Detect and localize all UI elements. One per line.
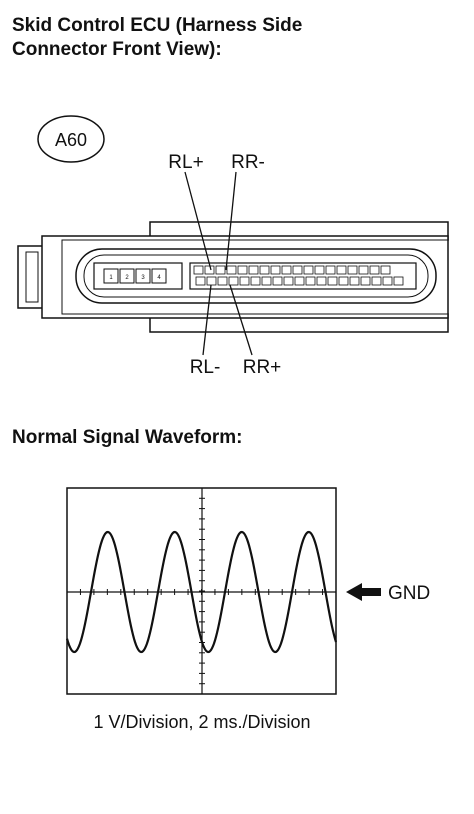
- terminal-pin: [327, 276, 338, 286]
- terminal-pin: [325, 265, 336, 275]
- terminal-pin: [261, 276, 272, 286]
- label-rr-minus: RR-: [231, 152, 265, 173]
- title-line-1: Skid Control ECU (Harness Side: [12, 15, 303, 36]
- leader-rl-minus: [202, 284, 212, 356]
- terminal-pin: [360, 276, 371, 286]
- label-rl-minus: RL-: [190, 357, 221, 378]
- terminal-pin: [283, 276, 294, 286]
- terminal-pin: [371, 276, 382, 286]
- terminal-pin: [217, 276, 228, 286]
- terminal-pin: [215, 265, 226, 275]
- terminal-pin: [369, 265, 380, 275]
- signal-waveform: [65, 530, 338, 654]
- terminal-pin: [250, 276, 261, 286]
- terminal-pin: [206, 276, 217, 286]
- terminal-pin: [292, 265, 303, 275]
- terminal-pin: [380, 265, 391, 275]
- small-pin-label-3: 3: [141, 275, 145, 281]
- terminal-pin: [294, 276, 305, 286]
- leader-rr-plus: [229, 284, 253, 356]
- gnd-marker: GND: [346, 583, 430, 604]
- small-pin-label-4: 4: [157, 275, 161, 281]
- terminal-pin: [393, 276, 404, 286]
- terminal-pin: [226, 265, 237, 275]
- connector-latch-inner: [25, 251, 39, 303]
- connector-id-oval: [37, 115, 105, 163]
- terminal-pin: [338, 276, 349, 286]
- terminal-pin: [193, 265, 204, 275]
- title-line-2: Connector Front View):: [12, 39, 222, 60]
- connector-latch: [17, 245, 45, 309]
- terminal-pin: [259, 265, 270, 275]
- connector-id-badge: A60: [37, 115, 105, 163]
- terminal-pin: [239, 276, 250, 286]
- terminal-pin: [195, 276, 206, 286]
- terminal-pin: [347, 265, 358, 275]
- small-pin-3: [135, 268, 151, 284]
- terminal-pin: [336, 265, 347, 275]
- label-rl-plus: RL+: [168, 152, 203, 173]
- terminal-pin: [316, 276, 327, 286]
- terminal-pin: [303, 265, 314, 275]
- label-rr-plus: RR+: [243, 357, 282, 378]
- small-pin-4: [151, 268, 167, 284]
- connector-socket-inner: [83, 254, 429, 298]
- terminal-pin: [248, 265, 259, 275]
- main-pin-grid: [193, 265, 404, 286]
- terminal-pin: [272, 276, 283, 286]
- terminal-pin: [270, 265, 281, 275]
- terminal-pin: [358, 265, 369, 275]
- small-pin-label-2: 2: [125, 275, 129, 281]
- terminal-pin: [237, 265, 248, 275]
- small-pin-label-1: 1: [109, 275, 113, 281]
- gnd-label: GND: [388, 583, 430, 604]
- gnd-arrow-icon: [346, 583, 381, 601]
- scope-ticks: [66, 487, 337, 695]
- connector-id-text: A60: [55, 130, 87, 150]
- pin-leader-lines: [184, 171, 253, 356]
- terminal-pin: [314, 265, 325, 275]
- terminal-pin: [281, 265, 292, 275]
- terminal-pin: [228, 276, 239, 286]
- terminal-pin: [305, 276, 316, 286]
- small-pin-1: [103, 268, 119, 284]
- connector-body: 1 2 3 4: [17, 221, 449, 333]
- waveform-scale-caption: 1 V/Division, 2 ms./Division: [93, 712, 310, 732]
- waveform-display: [65, 487, 338, 695]
- diagram-title: Skid Control ECU (Harness Side Connector…: [12, 14, 452, 62]
- terminal-pin: [349, 276, 360, 286]
- terminal-pin: [382, 276, 393, 286]
- waveform-heading: Normal Signal Waveform:: [12, 427, 243, 448]
- leader-rr-minus: [225, 171, 237, 271]
- connector-housing-inner: [61, 239, 449, 315]
- terminal-pin: [204, 265, 215, 275]
- leader-rl-plus: [184, 171, 212, 271]
- small-pin-2: [119, 268, 135, 284]
